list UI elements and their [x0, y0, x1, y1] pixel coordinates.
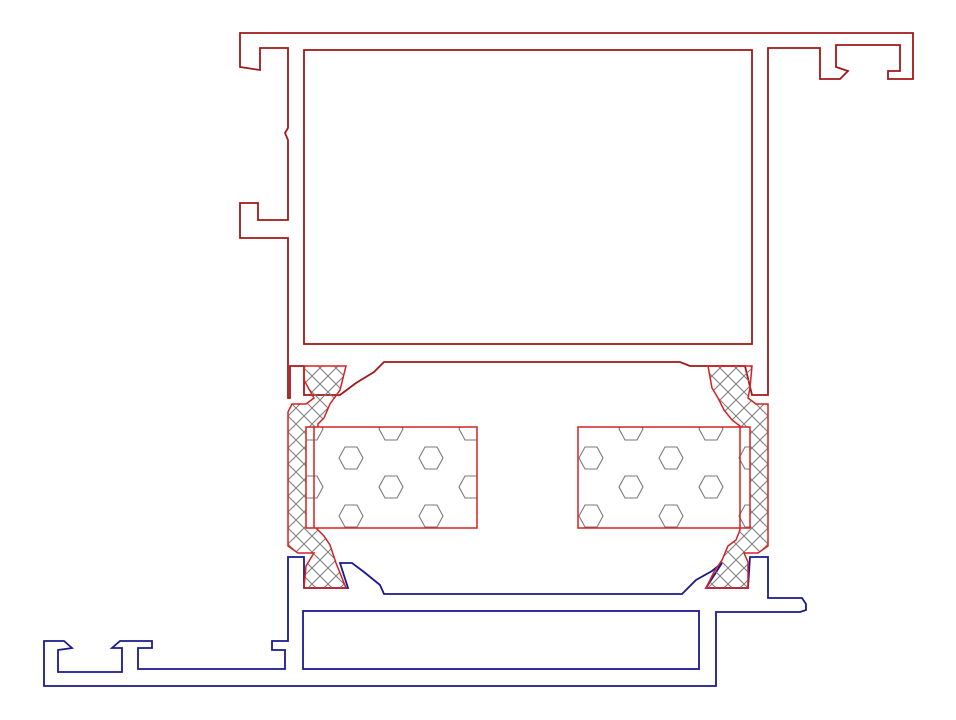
thermal-strip-left: [287, 365, 348, 589]
lower-profile: [43, 556, 807, 687]
insulation-insert-right: [577, 426, 751, 529]
insulation-inserts: [305, 426, 751, 529]
lower-profile-chamber: [302, 610, 700, 670]
thermal-strip-right: [704, 365, 769, 589]
lower-profile-outline: [43, 556, 807, 687]
upper-profile-outline: [239, 32, 914, 399]
insulation-insert-left: [305, 426, 478, 529]
upper-profile-chamber: [303, 49, 753, 345]
thermal-break-strips: [287, 365, 769, 589]
upper-profile: [239, 32, 914, 399]
